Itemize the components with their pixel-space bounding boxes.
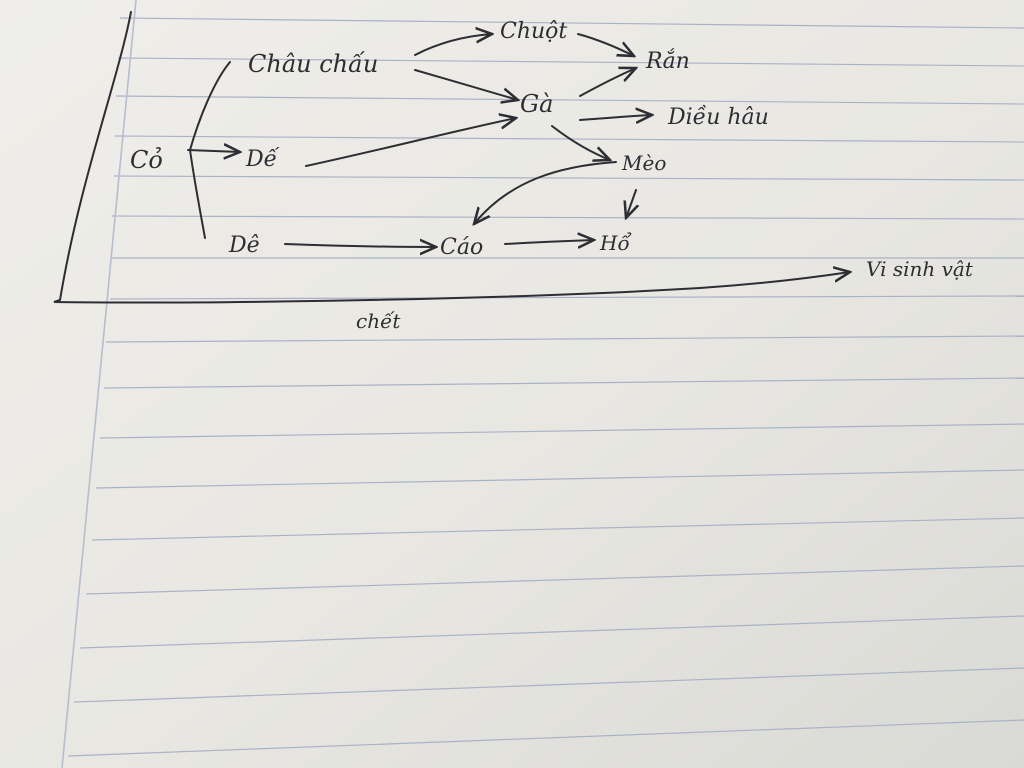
co-to-de-men-arrow <box>187 150 240 152</box>
edge-label-chet: chết <box>356 309 401 333</box>
node-ran: Rắn <box>645 48 690 74</box>
chau-chau-to-ga-arrow <box>414 69 518 100</box>
node-co: Cỏ <box>130 146 163 174</box>
node-de: Dê <box>228 233 260 258</box>
de-men-to-ga-arrow <box>305 118 516 167</box>
node-meo: Mèo <box>621 151 666 175</box>
cao-to-ho-arrow <box>504 240 594 244</box>
node-labels: Cỏ Châu chấu Dế Dê Chuột Rắn Gà Diều hâu… <box>130 19 974 333</box>
node-ga: Gà <box>520 90 553 118</box>
node-cao: Cáo <box>440 235 483 260</box>
node-vi-sinh-vat: Vi sinh vật <box>866 257 974 281</box>
dead-matter-bracket <box>53 11 850 304</box>
chuot-to-ran-arrow <box>577 33 634 56</box>
meo-to-ho-arrow <box>626 189 636 218</box>
meo-to-cao-arrow <box>474 161 617 224</box>
node-chuot: Chuột <box>500 19 567 44</box>
margin-line <box>61 0 137 768</box>
de-to-cao-arrow <box>284 244 436 247</box>
node-ho: Hổ <box>599 231 631 255</box>
ruled-lines <box>67 17 1024 757</box>
ink-strokes <box>53 11 850 304</box>
chau-chau-to-chuot-arrow <box>414 34 492 56</box>
node-chau-chau: Châu chấu <box>248 50 378 78</box>
ga-to-ran-arrow <box>579 68 636 97</box>
node-dieu-hau: Diều hâu <box>667 104 769 130</box>
ga-to-meo-arrow <box>551 125 610 160</box>
node-de-men: Dế <box>245 146 280 172</box>
ga-to-dieu-hau-arrow <box>579 115 652 120</box>
